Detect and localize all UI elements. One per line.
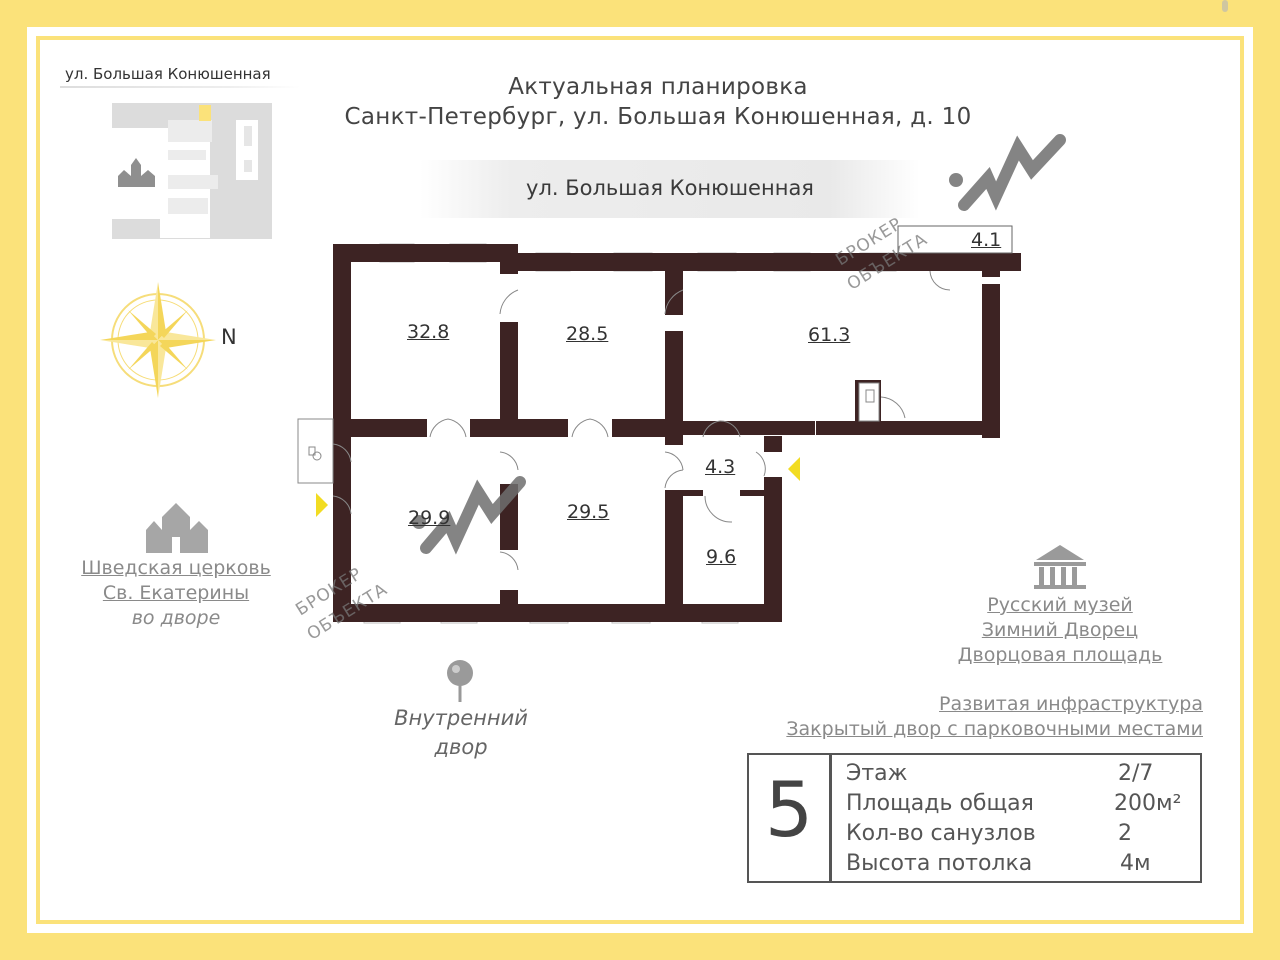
room-area-label: 29.9 (408, 507, 451, 529)
watermark-logo-icon (949, 134, 1066, 211)
specs-box (747, 753, 1202, 883)
infrastructure-link[interactable]: Развитая инфраструктура (939, 693, 1203, 715)
street-label: ул. Большая Конюшенная (526, 176, 814, 200)
page-address: Санкт-Петербург, ул. Большая Конюшенная,… (344, 104, 972, 130)
watermark-logo-icon-2 (412, 476, 526, 555)
specs-divider (829, 753, 832, 883)
landmark-link[interactable]: Дворцовая площадь (957, 644, 1163, 666)
spec-value: 4м (1120, 851, 1151, 876)
balcony-outline (897, 225, 1013, 254)
entrance-marker-left (316, 493, 328, 517)
compass-rose-icon (100, 282, 216, 398)
entrance-marker-right (788, 457, 800, 481)
spec-label: Этаж (846, 761, 908, 786)
courtyard-label-2: двор (434, 735, 488, 759)
plan-walls (333, 244, 1021, 622)
compass-north-label: N (221, 325, 237, 349)
minimap-church-icon (118, 158, 155, 187)
floor-number: 5 (764, 765, 814, 854)
courtyard-label: Внутренний (394, 706, 528, 730)
landmark-link[interactable]: Зимний Дворец (981, 619, 1139, 641)
spec-value: 2/7 (1118, 761, 1154, 786)
map-pin-icon (447, 660, 473, 702)
room-area-label: 4.1 (971, 229, 1002, 251)
room-area-label: 4.3 (705, 456, 736, 478)
church-saint-link[interactable]: Св. Екатерины (102, 582, 250, 604)
minimap-location-marker (199, 105, 211, 121)
street-band (420, 160, 920, 218)
museum-icon (1034, 545, 1086, 589)
plan-doors (332, 270, 951, 571)
page-title: Актуальная планировка (508, 74, 808, 100)
minimap-street-underline (60, 86, 300, 88)
spec-value: 200м² (1114, 791, 1182, 816)
spec-label: Высота потолка (846, 851, 1033, 876)
spec-label: Площадь общая (846, 791, 1034, 816)
location-minimap (112, 103, 272, 239)
scroll-indicator[interactable] (1222, 0, 1228, 12)
church-icon (146, 503, 208, 553)
spec-label: Кол-во санузлов (846, 821, 1036, 846)
spec-value: 2 (1118, 821, 1132, 846)
plan-bathroom-fixtures (297, 382, 880, 484)
room-area-label: 61.3 (808, 324, 851, 346)
room-area-label: 28.5 (566, 323, 609, 345)
room-area-label: 9.6 (706, 546, 737, 568)
room-area-label: 29.5 (567, 501, 610, 523)
church-name-link[interactable]: Шведская церковь (81, 557, 271, 579)
church-location-note: во дворе (131, 607, 221, 629)
room-area-label: 32.8 (407, 321, 450, 343)
minimap-street-label: ул. Большая Конюшенная (65, 65, 271, 83)
landmark-link[interactable]: Русский музей (987, 594, 1133, 616)
parking-link[interactable]: Закрытый двор с парковочными местами (786, 718, 1203, 740)
